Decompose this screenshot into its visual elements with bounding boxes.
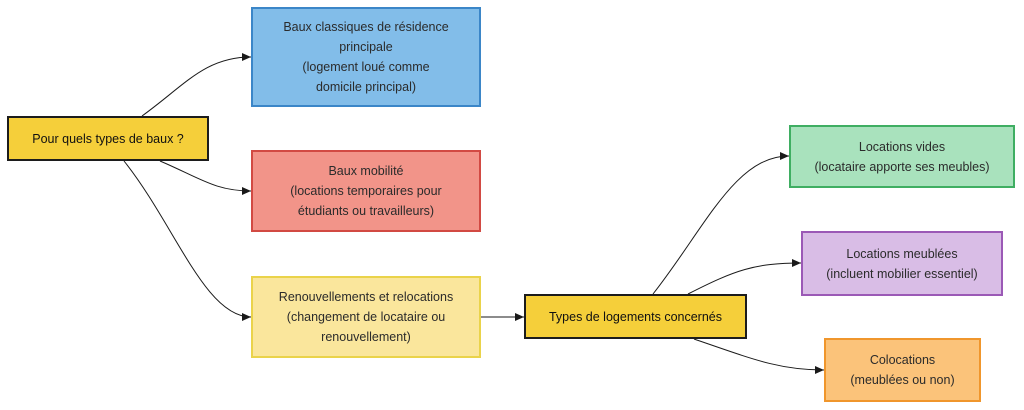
node-baux-mobilite[interactable]: Baux mobilité (locations temporaires pou… xyxy=(251,150,481,232)
node-types-logements-label: Types de logements concernés xyxy=(548,309,723,324)
node-locations-meublees[interactable]: Locations meublées (incluent mobilier es… xyxy=(801,231,1003,296)
node-renouvellements-label: Renouvellements et relocations (changeme… xyxy=(278,290,454,344)
node-colocations-label: Colocations (meublées ou non) xyxy=(850,353,955,387)
node-locations-vides[interactable]: Locations vides (locataire apporte ses m… xyxy=(789,125,1015,188)
node-locations-meublees-label: Locations meublées (incluent mobilier es… xyxy=(826,246,978,281)
node-renouvellements[interactable]: Renouvellements et relocations (changeme… xyxy=(251,276,481,358)
node-root-label: Pour quels types de baux ? xyxy=(32,131,184,146)
node-root-question[interactable]: Pour quels types de baux ? xyxy=(7,116,209,161)
node-locations-vides-label: Locations vides (locataire apporte ses m… xyxy=(814,139,990,174)
node-baux-classiques[interactable]: Baux classiques de résidence principale … xyxy=(251,7,481,107)
edge-root-to-classic xyxy=(141,53,252,117)
edge-types-to-meublees xyxy=(687,259,802,295)
edge-types-to-vides xyxy=(652,152,790,295)
node-types-logements[interactable]: Types de logements concernés xyxy=(524,294,747,339)
node-baux-classiques-label: Baux classiques de résidence principale … xyxy=(283,20,449,94)
edge-root-to-mobilite xyxy=(159,160,252,195)
edge-types-to-coloc xyxy=(693,338,825,374)
edge-root-to-renouv xyxy=(123,160,252,321)
node-colocations[interactable]: Colocations (meublées ou non) xyxy=(824,338,981,402)
node-baux-mobilite-label: Baux mobilité (locations temporaires pou… xyxy=(290,164,442,218)
